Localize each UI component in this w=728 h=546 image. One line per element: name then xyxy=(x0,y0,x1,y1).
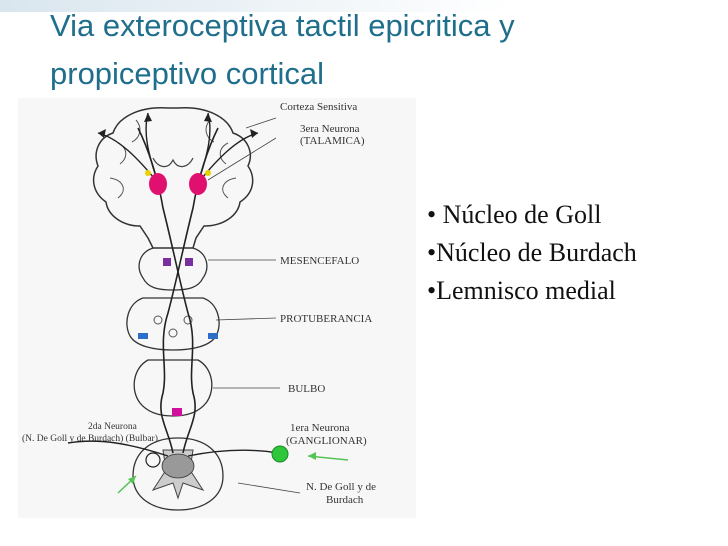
label-mesencefalo: MESENCEFALO xyxy=(280,255,359,267)
label-ganglionar: (GANGLIONAR) xyxy=(286,435,367,447)
label-talamica: (TALAMICA) xyxy=(300,135,365,147)
label-burdach: Burdach xyxy=(326,494,364,506)
brain-outline xyxy=(92,107,254,249)
midbrain-right-marker xyxy=(185,258,193,266)
slide-title-line-1: Via exteroceptiva tactil epicritica y xyxy=(50,8,515,43)
brain-fold-left xyxy=(109,119,141,199)
label-segunda-neurona: 2da Neurona xyxy=(88,422,138,432)
thalamus-right-nucleus xyxy=(189,173,207,195)
spinal-cord-outline xyxy=(132,437,224,511)
bullet-list: • Núcleo de Goll •Núcleo de Burdach •Lem… xyxy=(427,196,707,310)
sensory-pathway-figure: Corteza Sensitiva 3era Neurona (TALAMICA… xyxy=(18,98,416,518)
label-goll-burdach: N. De Goll y de xyxy=(306,481,376,493)
peripheral-fiber-right xyxy=(187,449,279,457)
label-primera-neurona: 1era Neurona xyxy=(290,422,350,434)
pathway-diagram: Corteza Sensitiva 3era Neurona (TALAMICA… xyxy=(22,101,376,511)
midbrain-outline xyxy=(138,247,208,291)
bulbar-nucleus-marker xyxy=(172,408,182,416)
pons-left-marker xyxy=(138,333,148,339)
ventricles xyxy=(152,157,194,168)
slide-title: Via exteroceptiva tactil epicritica y pr… xyxy=(50,2,710,90)
bullet-item-goll: • Núcleo de Goll xyxy=(427,200,602,229)
label-bulbo: BULBO xyxy=(288,383,325,395)
ganglion-node xyxy=(271,445,289,463)
peripheral-fiber-left xyxy=(67,440,169,457)
second-neuron-circle xyxy=(145,452,161,468)
pons-outline xyxy=(126,297,220,351)
bullet-item-lemnisco: •Lemnisco medial xyxy=(427,276,616,305)
slide-title-line-2: propiceptivo cortical xyxy=(50,56,324,90)
label-corteza: Corteza Sensitiva xyxy=(280,101,357,113)
label-segunda-neurona-detail: (N. De Goll y de Burdach) (Bulbar) xyxy=(22,433,158,444)
lemniscus-right-fiber xyxy=(137,127,196,454)
midbrain-left-marker xyxy=(163,258,171,266)
medulla-outline xyxy=(133,359,213,417)
label-protuberancia: PROTUBERANCIA xyxy=(280,313,372,325)
label-tercera-neurona: 3era Neurona xyxy=(300,123,360,135)
bullet-item-burdach: •Núcleo de Burdach xyxy=(427,238,637,267)
posterior-columns xyxy=(161,453,195,479)
title-band xyxy=(0,0,728,12)
thalamus-left-nucleus xyxy=(149,173,167,195)
pons-right-marker xyxy=(208,333,218,339)
